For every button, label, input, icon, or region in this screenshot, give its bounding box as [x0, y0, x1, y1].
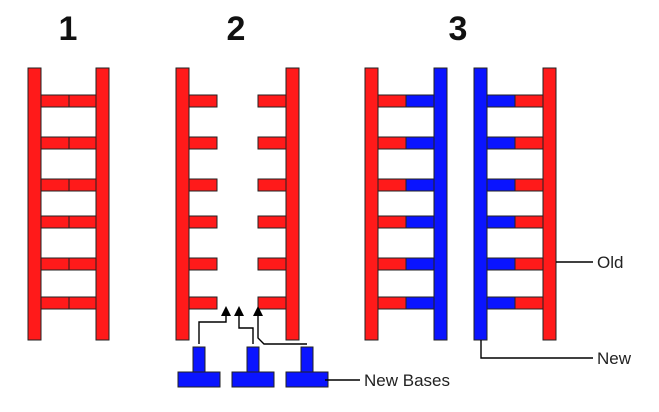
new-bases-label: New Bases — [364, 371, 450, 390]
stage-3-right-old-base-1 — [514, 94, 544, 108]
stage-3-left-new-base-3 — [405, 178, 435, 192]
new-leader-line — [480, 340, 593, 359]
stage-1-base-right-5 — [68, 257, 97, 271]
stage-2-separated-strands — [175, 67, 300, 341]
stage-2-right-strand — [285, 67, 300, 341]
stage-3-left-rungs — [377, 94, 435, 310]
new-base-stem-3 — [300, 346, 314, 374]
stage-1-base-right-1 — [68, 94, 97, 108]
stage-3-right-old-strand — [542, 67, 557, 341]
new-base-bar-2 — [231, 371, 275, 388]
stage-1-right-strand — [95, 67, 110, 341]
new-base-stem-2 — [246, 346, 260, 374]
stage-number-1: 1 — [59, 10, 78, 48]
stage-3-right-new-strand — [473, 67, 488, 341]
stage-1-rungs — [40, 94, 97, 310]
stage-3-left-old-base-5 — [377, 257, 407, 271]
stage-3-right-new-base-5 — [486, 257, 516, 271]
new-label: New — [597, 349, 632, 368]
new-base-arrows — [198, 312, 307, 345]
stage-1-base-left-4 — [40, 215, 70, 229]
stage-2-base-right-2 — [257, 136, 287, 150]
stage-1-base-left-6 — [40, 296, 70, 310]
stage-3-left-ladder — [364, 67, 448, 341]
stage-number-2: 2 — [227, 10, 246, 48]
stage-3-right-new-base-1 — [486, 94, 516, 108]
stage-3-right-old-base-2 — [514, 136, 544, 150]
stage-3-left-old-base-6 — [377, 296, 407, 310]
new-base-stem-1 — [192, 346, 206, 374]
stage-3-left-old-base-4 — [377, 215, 407, 229]
stage-1-base-left-3 — [40, 178, 70, 192]
stage-2-base-right-6 — [257, 296, 287, 310]
new-base-bar-3 — [285, 371, 329, 388]
stage-1-base-left-1 — [40, 94, 70, 108]
stage-1-ladder — [27, 67, 110, 341]
stage-number-3: 3 — [449, 10, 468, 48]
stage-1-base-right-4 — [68, 215, 97, 229]
stage-1-base-right-6 — [68, 296, 97, 310]
stage-2-base-right-5 — [257, 257, 287, 271]
stage-2-base-right-4 — [257, 215, 287, 229]
arrow-line-3 — [257, 312, 307, 345]
stage-1-base-right-3 — [68, 178, 97, 192]
stage-3-left-new-base-2 — [405, 136, 435, 150]
arrowhead-3 — [253, 306, 263, 316]
stage-1-left-strand — [27, 67, 42, 341]
stage-1-base-left-2 — [40, 136, 70, 150]
stage-3-right-old-base-4 — [514, 215, 544, 229]
stage-3-left-new-base-4 — [405, 215, 435, 229]
stage-2-base-left-6 — [188, 296, 218, 310]
stage-3-right-new-base-4 — [486, 215, 516, 229]
arrowhead-1 — [221, 306, 231, 316]
stage-3-left-new-base-1 — [405, 94, 435, 108]
stage-2-base-left-4 — [188, 215, 218, 229]
stage-3-right-old-base-6 — [514, 296, 544, 310]
stage-3-right-new-base-2 — [486, 136, 516, 150]
stage-2-base-right-1 — [257, 94, 287, 108]
arrowheads — [221, 306, 263, 316]
stage-3-right-old-base-5 — [514, 257, 544, 271]
stage-2-base-left-2 — [188, 136, 218, 150]
stage-3-left-old-base-2 — [377, 136, 407, 150]
stage-1-base-right-2 — [68, 136, 97, 150]
stage-3-right-ladder — [473, 67, 557, 341]
new-base-bar-1 — [177, 371, 221, 388]
stage-3-right-new-base-3 — [486, 178, 516, 192]
arrow-line-2 — [238, 312, 254, 344]
stage-3-right-old-base-3 — [514, 178, 544, 192]
stage-3-left-new-strand — [433, 67, 448, 341]
stage-2-rungs — [188, 94, 287, 310]
stage-3-left-new-base-6 — [405, 296, 435, 310]
stage-3-right-rungs — [486, 94, 544, 310]
stage-2-base-left-5 — [188, 257, 218, 271]
stage-2-left-strand — [175, 67, 190, 341]
stage-2-base-left-3 — [188, 178, 218, 192]
stage-3-left-old-base-1 — [377, 94, 407, 108]
stage-3-right-new-base-6 — [486, 296, 516, 310]
stage-1-base-left-5 — [40, 257, 70, 271]
arrow-line-1 — [198, 312, 227, 344]
stage-2-base-right-3 — [257, 178, 287, 192]
arrowhead-2 — [234, 306, 244, 316]
old-label: Old — [597, 253, 623, 272]
stage-3-left-old-base-3 — [377, 178, 407, 192]
new-bases-group — [177, 346, 329, 388]
stage-2-base-left-1 — [188, 94, 218, 108]
stage-3-left-new-base-5 — [405, 257, 435, 271]
stage-3-left-old-strand — [364, 67, 379, 341]
